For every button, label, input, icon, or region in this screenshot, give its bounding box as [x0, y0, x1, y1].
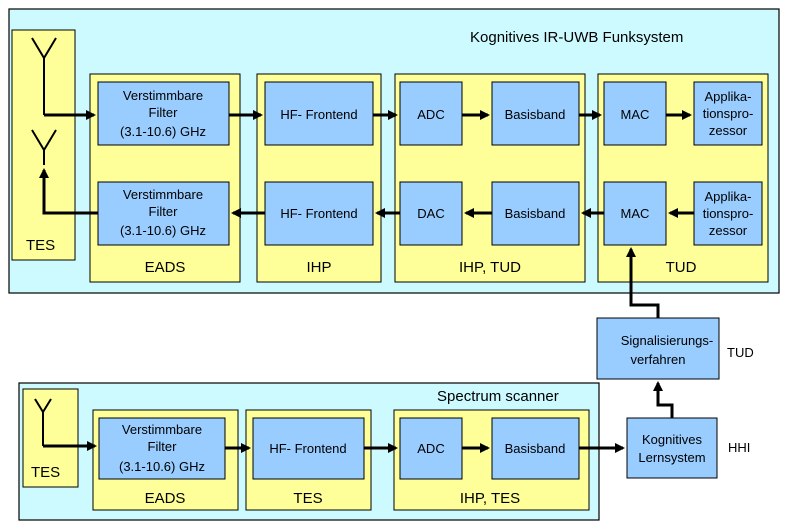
rx-filter-line3: (3.1-10.6) GHz: [120, 124, 206, 139]
tx-baseband-block: [491, 181, 580, 246]
rx-filter-block: [97, 81, 230, 146]
scanner-filter-block: [98, 417, 226, 480]
scanner-baseband-block: [491, 417, 580, 480]
group-ihp-label: IHP: [306, 259, 331, 276]
scanner-arrows: [43, 441, 625, 453]
learning-line1: Kognitives: [642, 432, 702, 447]
rx-frontend-label: HF- Frontend: [280, 107, 357, 122]
signaling-block: [596, 317, 720, 380]
tx-processor-line3: zessor: [709, 223, 748, 238]
rx-mac-label: MAC: [621, 107, 650, 122]
top-tes-label: TES: [26, 237, 55, 254]
tx-filter-line3: (3.1-10.6) GHz: [120, 223, 206, 238]
scanner-tes-box: [22, 388, 79, 488]
tx-arrows: [39, 168, 694, 218]
rx-processor-block: [693, 81, 763, 146]
scanner-group-ihp-tes-label: IHP, TES: [460, 490, 520, 507]
learning-block: [626, 417, 718, 479]
tx-mac-label: MAC: [621, 206, 650, 221]
group-eads-label: EADS: [145, 259, 186, 276]
signaling-line1: Signalisierungs-: [621, 333, 714, 348]
rx-processor-line2: tionspro-: [703, 106, 754, 121]
tx-dac-block: [399, 181, 463, 246]
tx-filter-line1: Verstimmbare: [123, 187, 203, 202]
tx-filter-line2: Filter: [149, 204, 179, 219]
scanner-baseband-label: Basisband: [505, 441, 566, 456]
scanner-adc-label: ADC: [417, 441, 444, 456]
group-tud-label: TUD: [666, 259, 697, 276]
tx-processor-line2: tionspro-: [703, 206, 754, 221]
arrow-signaling-to-mac: [626, 247, 660, 318]
scanner-frontend-block: [252, 417, 365, 480]
tx-frontend-label: HF- Frontend: [280, 206, 357, 221]
scanner-filter-line2: Filter: [148, 439, 178, 454]
scanner-frontend-label: HF- Frontend: [269, 441, 346, 456]
rx-processor-line1: Applika-: [705, 89, 752, 104]
arrow-tx-filter-to-antenna: [39, 168, 98, 215]
tx-filter-block: [97, 181, 230, 246]
rx-baseband-label: Basisband: [505, 107, 566, 122]
tx-frontend-block: [264, 181, 374, 246]
group-ihp-tud-label: IHP, TUD: [459, 259, 521, 276]
tx-antenna-icon: [31, 129, 57, 165]
rx-filter-line1: Verstimmbare: [123, 88, 203, 103]
rx-antenna-icon: [31, 37, 57, 115]
scanner-group-eads-label: EADS: [145, 490, 186, 507]
scanner-tes-label: TES: [31, 464, 60, 481]
rx-baseband-block: [491, 81, 580, 146]
arrow-learning-to-signaling: [653, 381, 674, 418]
signaling-line2: verfahren: [631, 352, 686, 367]
rx-frontend-block: [264, 81, 374, 146]
scanner-filter-line3: (3.1-10.6) GHz: [119, 459, 205, 474]
rx-mac-block: [603, 81, 667, 146]
top-system-title: Kognitives IR-UWB Funksystem: [470, 29, 683, 46]
tx-dac-label: DAC: [417, 206, 444, 221]
scanner-filter-line1: Verstimmbare: [122, 422, 202, 437]
learning-owner: HHI: [728, 440, 750, 455]
rx-adc-label: ADC: [417, 107, 444, 122]
scanner-antenna-icon: [34, 398, 52, 446]
tx-processor-line1: Applika-: [705, 189, 752, 204]
scanner-title: Spectrum scanner: [437, 388, 559, 405]
learning-line2: Lernsystem: [638, 450, 705, 465]
tx-processor-block: [693, 181, 763, 246]
rx-adc-block: [399, 81, 463, 146]
scanner-group-tes-label: TES: [293, 490, 322, 507]
signaling-owner: TUD: [727, 345, 754, 360]
tx-baseband-label: Basisband: [505, 206, 566, 221]
rx-filter-line2: Filter: [149, 105, 179, 120]
rx-processor-line3: zessor: [709, 123, 748, 138]
tx-mac-block: [603, 181, 667, 246]
